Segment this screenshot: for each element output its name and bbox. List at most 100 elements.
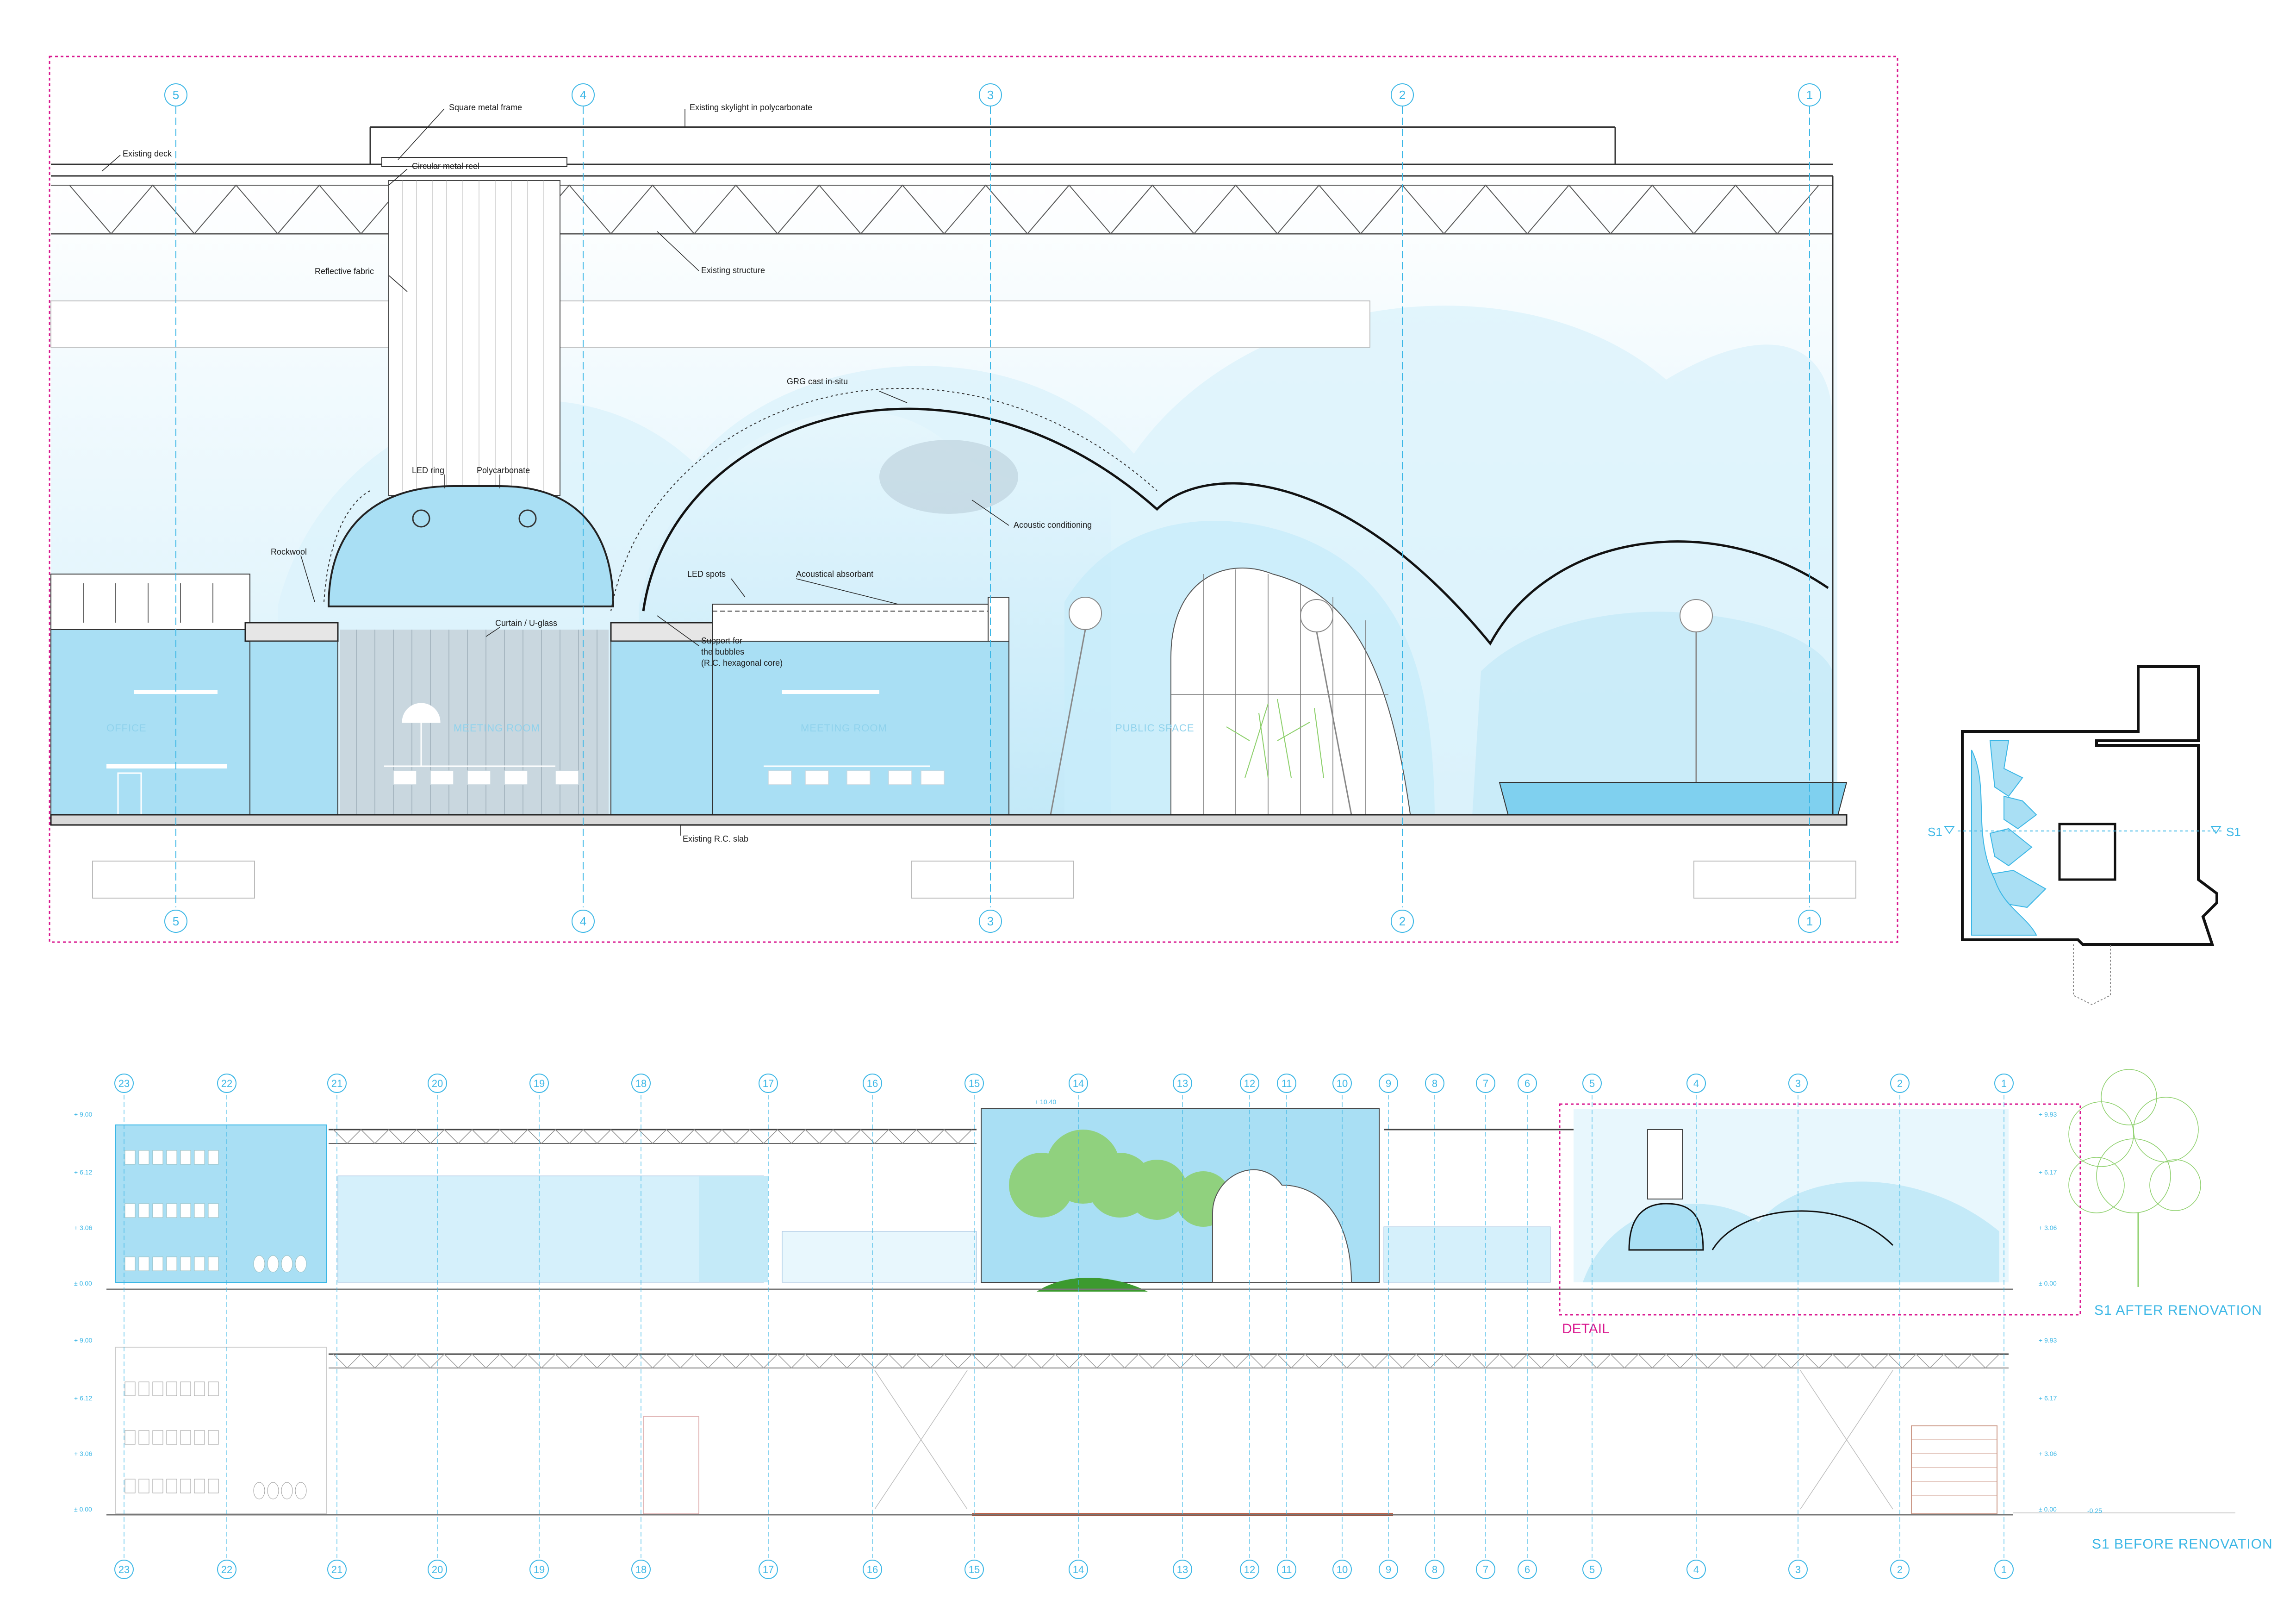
room-office: OFFICE bbox=[106, 722, 147, 734]
overall-axis-label-top: 10 bbox=[1337, 1078, 1348, 1089]
existing-structure bbox=[69, 184, 1819, 235]
overall-axis-bubble bbox=[964, 1074, 984, 1093]
overall-axis-bubble bbox=[863, 1560, 882, 1579]
level-left-after: + 9.00 bbox=[74, 1111, 93, 1118]
overall-axis-label-bottom: 5 bbox=[1589, 1564, 1595, 1575]
overall-axis-bubble bbox=[114, 1560, 134, 1579]
level-top-mid: + 10.40 bbox=[1034, 1098, 1056, 1106]
overall-axis-label-top: 13 bbox=[1177, 1078, 1188, 1089]
overall-axis-bubble bbox=[1332, 1074, 1352, 1093]
overall-axis-label-bottom: 2 bbox=[1897, 1564, 1903, 1575]
axis-3-top: 3 bbox=[987, 88, 994, 102]
overall-axis-label-top: 16 bbox=[867, 1078, 878, 1089]
label-grg-cast: GRG cast in-situ bbox=[787, 377, 848, 386]
exterior-tree bbox=[2068, 1069, 2201, 1213]
reflective-fabric bbox=[388, 180, 560, 496]
meeting-room-2 bbox=[712, 641, 1009, 815]
overall-axis-bubble bbox=[529, 1560, 549, 1579]
overall-axis-label-top: 1 bbox=[2001, 1078, 2007, 1089]
overall-axis-bubble bbox=[428, 1560, 447, 1579]
overall-axis-bubble bbox=[1173, 1074, 1192, 1093]
acoustic-conditioning bbox=[879, 440, 1018, 514]
leader-lines bbox=[101, 108, 1009, 836]
label-existing-rc-slab: Existing R.C. slab bbox=[683, 834, 748, 843]
overall-axis-label-top: 11 bbox=[1282, 1078, 1292, 1089]
square-metal-frame bbox=[381, 157, 567, 167]
overall-axis-bubble bbox=[631, 1560, 651, 1579]
detail-frame bbox=[49, 56, 1898, 943]
overall-axis-label-bottom: 18 bbox=[635, 1564, 647, 1575]
key-plan: S1 S1 bbox=[1928, 665, 2241, 1006]
overall-axis-label-bottom: 21 bbox=[331, 1564, 342, 1575]
label-existing-deck: Existing deck bbox=[123, 149, 172, 158]
level-left-after: + 3.06 bbox=[74, 1224, 93, 1231]
axis-4-top: 4 bbox=[580, 88, 586, 102]
overall-axis-label-top: 8 bbox=[1432, 1078, 1437, 1089]
level-right-after: + 6.17 bbox=[2039, 1168, 2057, 1176]
label-acoustic-conditioning: Acoustic conditioning bbox=[1014, 520, 1092, 530]
overall-axis-bubble bbox=[1994, 1074, 2014, 1093]
level-left-before: + 9.00 bbox=[74, 1337, 93, 1344]
overall-axis-label-bottom: 17 bbox=[763, 1564, 774, 1575]
overall-axis-label-bottom: 22 bbox=[221, 1564, 232, 1575]
overall-axis-bubble bbox=[217, 1560, 236, 1579]
label-existing-skylight: Existing skylight in polycarbonate bbox=[690, 103, 812, 112]
overall-axis-label-bottom: 14 bbox=[1073, 1564, 1084, 1575]
overall-axis-bubble bbox=[1788, 1560, 1808, 1579]
overall-axis-label-bottom: 6 bbox=[1524, 1564, 1530, 1575]
after-workshops bbox=[337, 1175, 764, 1283]
beam-band-right bbox=[560, 300, 1370, 348]
label-square-metal-frame: Square metal frame bbox=[449, 103, 522, 112]
key-plan-s1-right: S1 bbox=[2226, 825, 2241, 839]
overall-axis-label-top: 9 bbox=[1386, 1078, 1391, 1089]
globe-lamp-3 bbox=[1680, 599, 1713, 632]
led-ring-light-left bbox=[412, 509, 430, 528]
overall-axis-label-bottom: 8 bbox=[1432, 1564, 1437, 1575]
level-left-before: + 6.12 bbox=[74, 1394, 93, 1402]
key-plan-outline bbox=[1961, 665, 2218, 946]
after-facade bbox=[115, 1124, 327, 1283]
axis-3-bottom: 3 bbox=[987, 914, 994, 928]
label-rockwool: Rockwool bbox=[271, 547, 307, 556]
level-right-before: + 3.06 bbox=[2039, 1450, 2057, 1457]
overall-axis-bubble bbox=[1518, 1560, 1537, 1579]
led-ring-light-right bbox=[518, 509, 537, 528]
overall-axis-label-bottom: 11 bbox=[1282, 1564, 1292, 1575]
overall-axis-bubble bbox=[964, 1560, 984, 1579]
overall-axis-bubble bbox=[1069, 1560, 1088, 1579]
overall-axis-label-bottom: 1 bbox=[2001, 1564, 2007, 1575]
overall-axis-label-bottom: 9 bbox=[1386, 1564, 1391, 1575]
overall-axis-label-top: 18 bbox=[635, 1078, 647, 1089]
axis-1-bottom: 1 bbox=[1806, 914, 1813, 928]
overall-axis-bubble bbox=[428, 1074, 447, 1093]
level-right-before: + 9.93 bbox=[2039, 1337, 2057, 1344]
overall-axis-label-top: 6 bbox=[1524, 1078, 1530, 1089]
level-left-before: + 3.06 bbox=[74, 1450, 93, 1457]
label-reflective-fabric: Reflective fabric bbox=[315, 267, 374, 276]
overall-axis-bubble bbox=[1277, 1560, 1296, 1579]
axis-2-top: 2 bbox=[1399, 88, 1406, 102]
label-support-bubbles-1: Support for bbox=[701, 636, 742, 645]
overall-levels: + 9.00+ 9.00+ 6.12+ 6.12+ 3.06+ 3.06± 0.… bbox=[74, 1111, 2057, 1513]
axis-1-top: 1 bbox=[1806, 88, 1813, 102]
overall-grid-axes: 2323222221212020191918181717161615151414… bbox=[114, 1074, 2014, 1579]
label-circular-metal-reel: Circular metal reel bbox=[412, 162, 479, 171]
overall-axis-bubble bbox=[1277, 1074, 1296, 1093]
axis-2-bottom: 2 bbox=[1399, 914, 1406, 928]
detail-marker-frame bbox=[1559, 1103, 2081, 1316]
meeting-furniture bbox=[384, 703, 930, 767]
label-led-ring: LED ring bbox=[412, 466, 444, 475]
overall-axis-bubble bbox=[327, 1074, 347, 1093]
detail-label: DETAIL bbox=[1562, 1321, 1610, 1337]
overall-axis-label-bottom: 15 bbox=[969, 1564, 980, 1575]
office-upper-storage bbox=[50, 574, 250, 630]
level-right-after: + 3.06 bbox=[2039, 1224, 2057, 1231]
overall-axis-bubble bbox=[1379, 1560, 1398, 1579]
overall-axis-label-top: 17 bbox=[763, 1078, 774, 1089]
overall-axis-bubble bbox=[1890, 1074, 1910, 1093]
overall-axis-bubble bbox=[1890, 1560, 1910, 1579]
overall-axis-label-top: 21 bbox=[331, 1078, 342, 1089]
label-acoustical-absorbant: Acoustical absorbant bbox=[796, 569, 873, 579]
overall-axis-bubble bbox=[1425, 1074, 1444, 1093]
planting bbox=[1226, 699, 1324, 778]
